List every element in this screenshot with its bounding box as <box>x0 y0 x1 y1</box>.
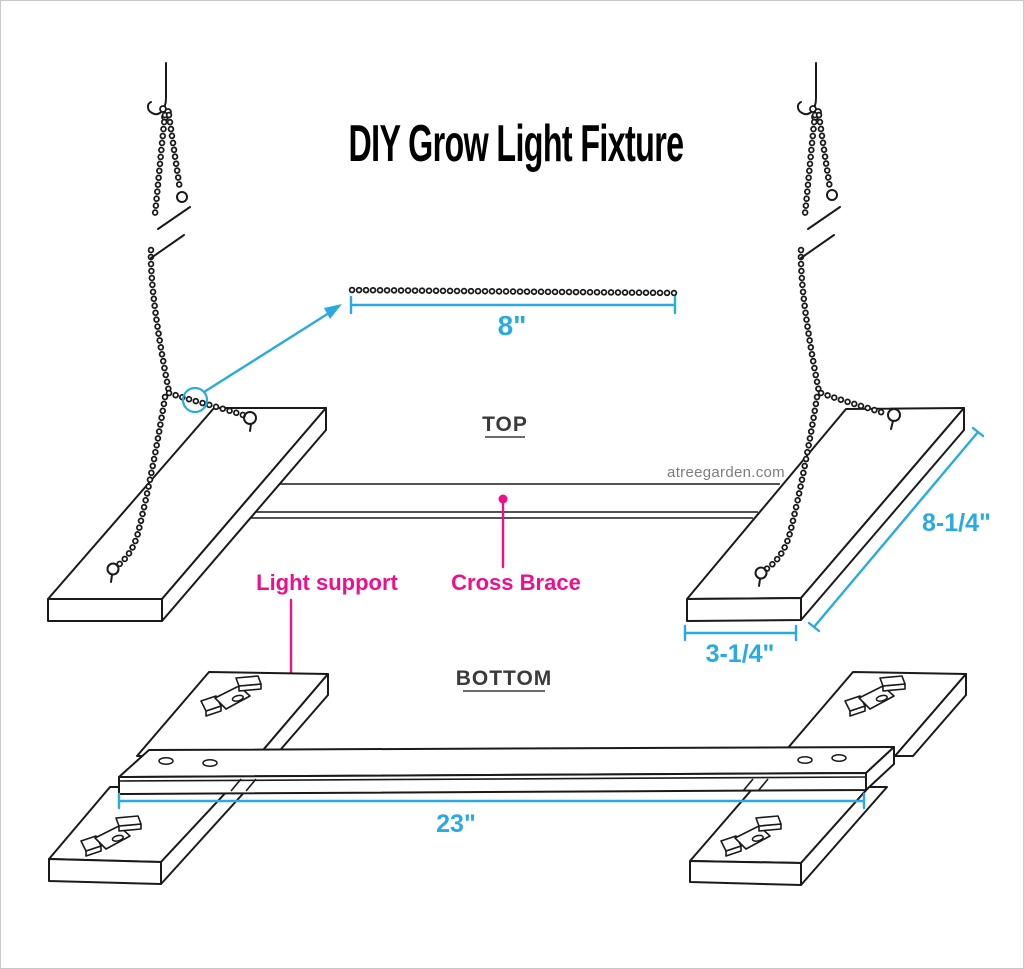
right-hanger-hook-icon <box>796 62 822 121</box>
left-hanger-hook-icon <box>146 62 172 121</box>
bottom-view-long-board <box>118 746 895 795</box>
right-chain <box>801 115 841 392</box>
top-view-right-board <box>686 407 965 622</box>
top-view-label: TOP <box>482 413 528 436</box>
board-width-value: 3-1/4" <box>706 640 775 668</box>
chain-detail <box>352 290 674 293</box>
screw-hole <box>831 754 847 762</box>
page-title: DIY Grow Light Fixture <box>349 115 684 173</box>
light-support-label: Light support <box>256 570 398 595</box>
bottom-view-label: BOTTOM <box>456 667 553 690</box>
light-support-callout: Light support <box>256 570 399 689</box>
board-length-dimension: 8-1/4" <box>807 426 991 633</box>
board-width-dimension: 3-1/4" <box>683 624 798 668</box>
screw-hole <box>797 756 813 764</box>
chain-detail-dimension: 8" <box>349 295 677 341</box>
chain-length-value: 8" <box>498 310 527 341</box>
board-length-value: 8-1/4" <box>922 509 991 537</box>
top-view-left-board <box>47 407 327 622</box>
left-board-chain-attachment <box>106 393 257 583</box>
cross-brace <box>233 483 780 519</box>
right-board-chain-attachment <box>754 393 901 587</box>
screw-hole <box>158 757 174 765</box>
screw-hole <box>202 759 218 767</box>
support-length-value: 23" <box>436 810 476 838</box>
left-chain <box>151 115 191 392</box>
chain-callout-arrow-icon <box>181 304 342 414</box>
watermark: atreegarden.com <box>667 464 785 481</box>
support-length-dimension: 23" <box>117 792 866 838</box>
cross-brace-callout: Cross Brace <box>451 494 581 595</box>
cross-brace-label: Cross Brace <box>451 570 581 595</box>
